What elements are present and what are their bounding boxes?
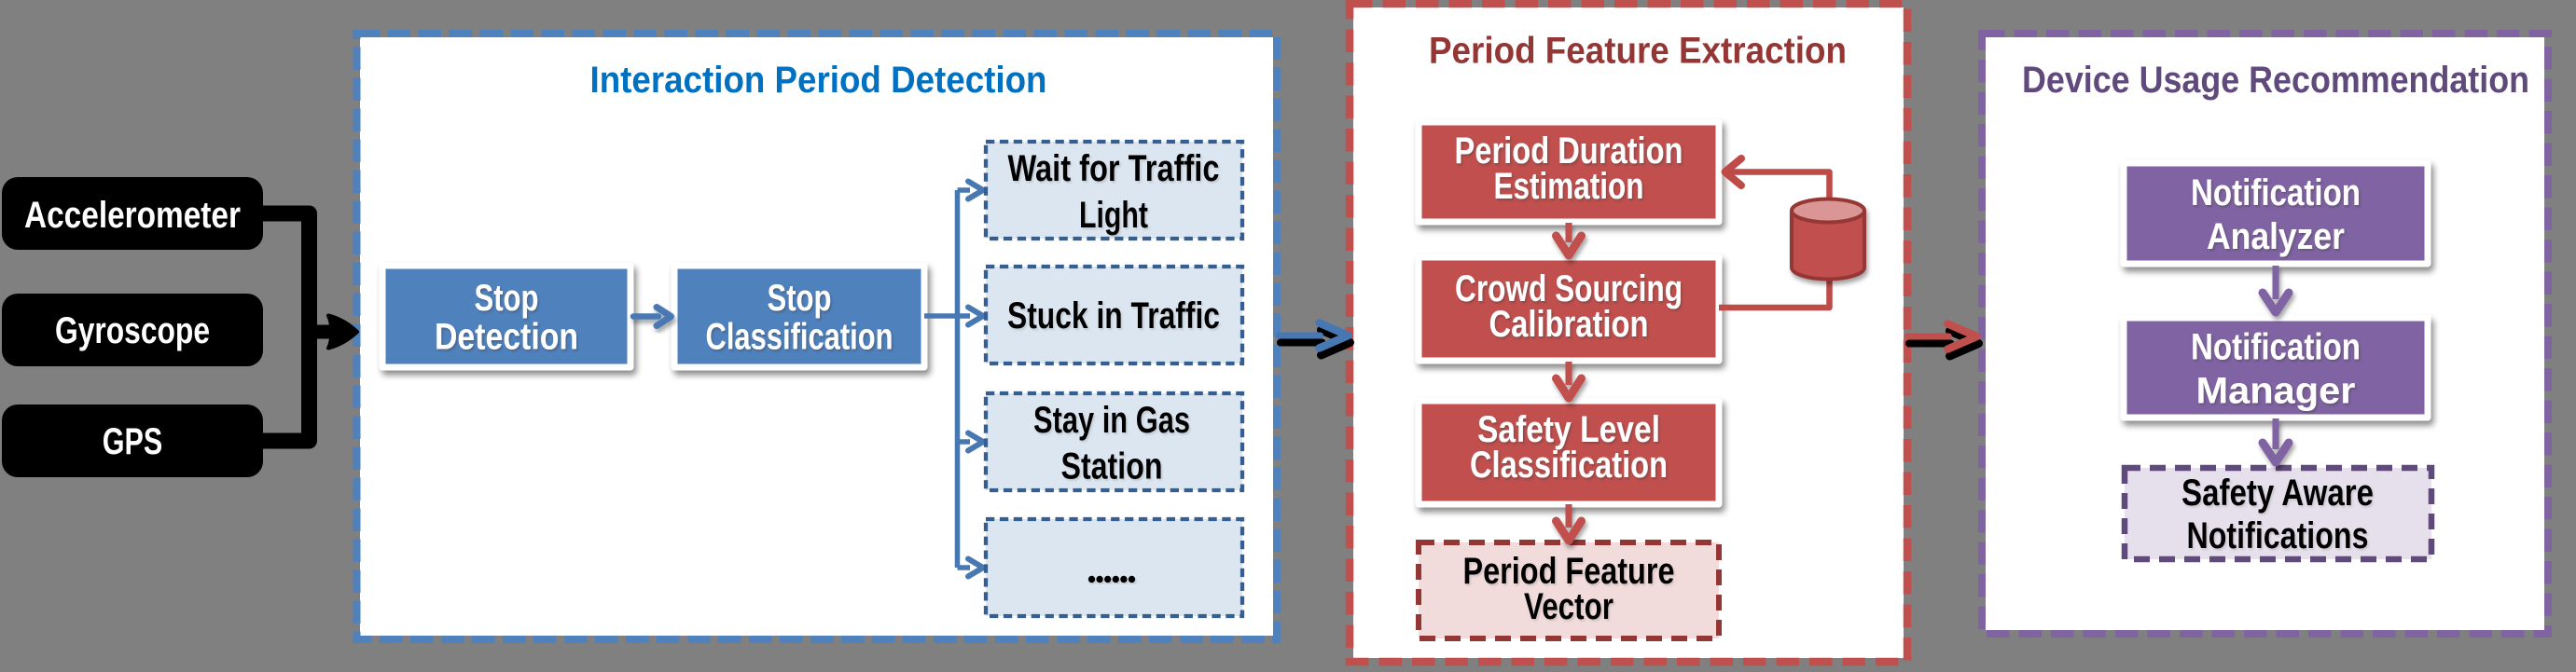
svg-text:Interaction Period Detection: Interaction Period Detection <box>590 60 1047 101</box>
svg-text:Period Feature Extraction: Period Feature Extraction <box>1429 31 1847 72</box>
svg-text:Manager: Manager <box>2196 371 2356 412</box>
svg-text:Stop: Stop <box>768 278 832 319</box>
svg-text:Safety Level: Safety Level <box>1477 409 1660 450</box>
svg-text:Classification: Classification <box>1470 445 1668 486</box>
svg-text:Stay in Gas: Stay in Gas <box>1033 400 1190 441</box>
svg-text:Gyroscope: Gyroscope <box>55 310 210 351</box>
svg-text:Notification: Notification <box>2191 172 2361 213</box>
svg-text:Light: Light <box>1079 195 1148 236</box>
svg-text:Device Usage Recommendation: Device Usage Recommendation <box>2022 60 2529 101</box>
svg-text:Accelerometer: Accelerometer <box>24 195 241 236</box>
svg-text:Stuck in Traffic: Stuck in Traffic <box>1007 295 1220 336</box>
svg-text:Notifications: Notifications <box>2187 515 2369 556</box>
svg-text:Detection: Detection <box>435 317 578 358</box>
svg-text:GPS: GPS <box>103 421 163 462</box>
svg-text:Crowd Sourcing: Crowd Sourcing <box>1455 268 1683 309</box>
svg-text:Period Feature: Period Feature <box>1463 551 1675 592</box>
svg-text:Period Duration: Period Duration <box>1455 130 1683 171</box>
svg-text:Calibration: Calibration <box>1489 304 1649 345</box>
svg-text:Safety Aware: Safety Aware <box>2181 473 2374 514</box>
svg-text:Analyzer: Analyzer <box>2207 216 2345 257</box>
svg-text:Vector: Vector <box>1524 586 1613 627</box>
svg-text:Notification: Notification <box>2191 327 2361 368</box>
svg-text:Estimation: Estimation <box>1494 166 1644 207</box>
svg-text:Stop: Stop <box>475 278 539 319</box>
svg-text:Classification: Classification <box>706 317 893 358</box>
svg-text:Station: Station <box>1061 446 1163 487</box>
svg-text:Wait for Traffic: Wait for Traffic <box>1008 148 1220 189</box>
